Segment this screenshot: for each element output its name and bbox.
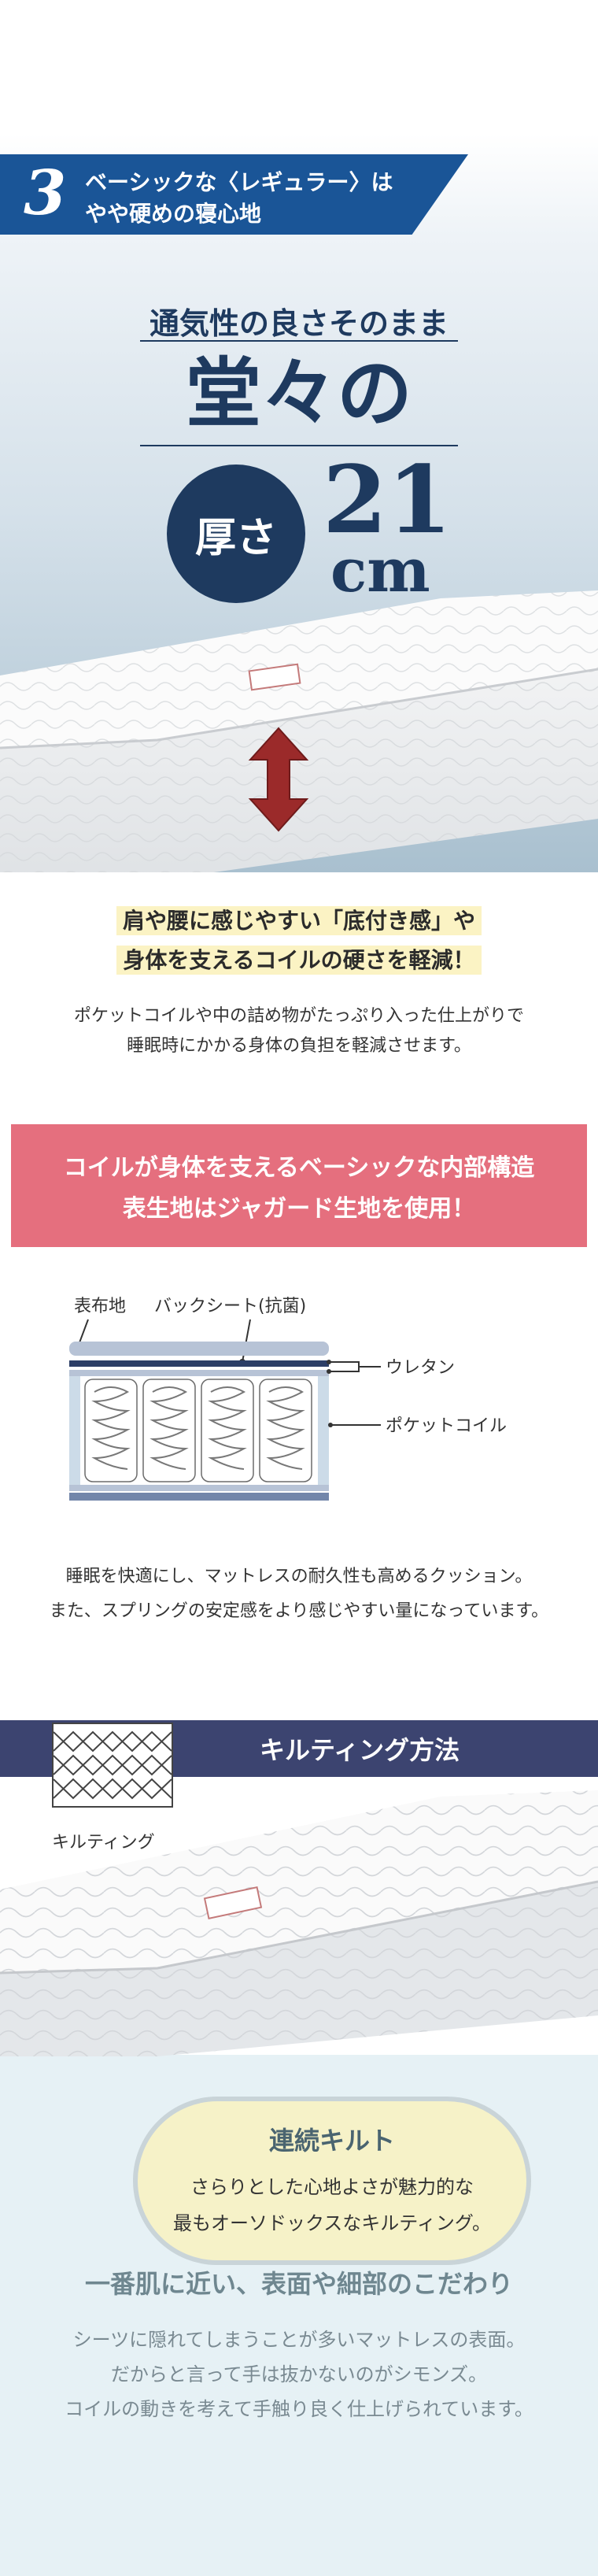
surface-heading: 一番肌に近い、表面や細部のこだわり [84,2269,513,2299]
label-back-sheet: バックシート(抗菌) [154,1297,306,1316]
mattress-side-image [0,590,598,872]
quilt-type-title: 連続キルト [268,2126,395,2156]
surface-text-line1: シーツに隠れてしまうことが多いマットレスの表面。 [72,2329,526,2351]
quilting-header-title: キルティング方法 [260,1735,460,1765]
banner-line1: コイルが身体を支えるベーシックな内部構造 [63,1154,535,1182]
reduction-heading-line1: 肩や腰に感じやすい「底付き感」や [0,904,598,935]
label-outer-fabric: 表布地 [74,1297,126,1316]
highlight: 身体を支えるコイルの硬さを軽減！ [116,946,482,975]
thickness-section: 3 ベーシックな〈レギュラー〉は やや硬めの寝心地 通気性の良さそのまま 堂々の… [0,0,598,872]
thickness-value: 21 [323,445,452,554]
label-pocket-coil: ポケットコイル [386,1416,507,1436]
quilting-label: キルティング [52,1833,155,1852]
cushion-text-line1: 睡眠を快適にし、マットレスの耐久性も高めるクッション。 [65,1567,533,1586]
badge-title-line1: ベーシックな〈レギュラー〉は [85,169,393,195]
surface-text-line2: だからと言って手は抜かないのがシモンズ。 [110,2363,488,2385]
pocket-coils [84,1379,312,1482]
coil-structure-diagram: 表布地 バックシート(抗菌) ウレタン ポケッ [69,1297,507,1501]
reduction-text-line2: 睡眠時にかかる身体の負担を軽減させます。 [127,1036,471,1056]
highlight: 肩や腰に感じやすい「底付き感」や [116,906,482,935]
badge-number: 3 [24,157,67,229]
cushion-text-line2: また、スプリングの安定感をより感じやすい量になっています。 [49,1601,549,1621]
quilt-type-desc-line1: さらりとした心地よさが魅力的な [190,2176,474,2198]
structure-banner: コイルが身体を支えるベーシックな内部構造 表生地はジャガード生地を使用！ [11,1124,587,1247]
label-urethane: ウレタン [386,1358,455,1378]
mattress-quilting-image [0,1790,598,2056]
reduction-heading-line2: 身体を支えるコイルの硬さを軽減！ [0,943,598,975]
divider-line [140,340,458,342]
thickness-arrow-icon [248,727,309,832]
quilting-pattern-icon [53,1730,172,1800]
subtitle: 通気性の良さそのまま [149,305,448,341]
feature-badge: 3 ベーシックな〈レギュラー〉は やや硬めの寝心地 [0,154,488,235]
divider-line [140,445,458,446]
surface-text-line3: コイルの動きを考えて手触り良く仕上げられています。 [65,2398,533,2420]
badge-title-line2: やや硬めの寝心地 [85,201,262,227]
reduction-text-line1: ポケットコイルや中の詰め物がたっぷり入った仕上がりで [73,1006,524,1026]
thickness-circle: 厚さ [167,464,305,603]
quilting-pattern-box [52,1723,173,1808]
thickness-unit: cm [330,535,430,605]
badge-background [0,154,468,235]
banner-line2: 表生地はジャガード生地を使用！ [122,1195,476,1223]
quilt-type-desc-line2: 最もオーソドックスなキルティング。 [173,2212,491,2234]
quilt-type-card [133,2097,531,2265]
headline: 堂々の [186,349,412,438]
